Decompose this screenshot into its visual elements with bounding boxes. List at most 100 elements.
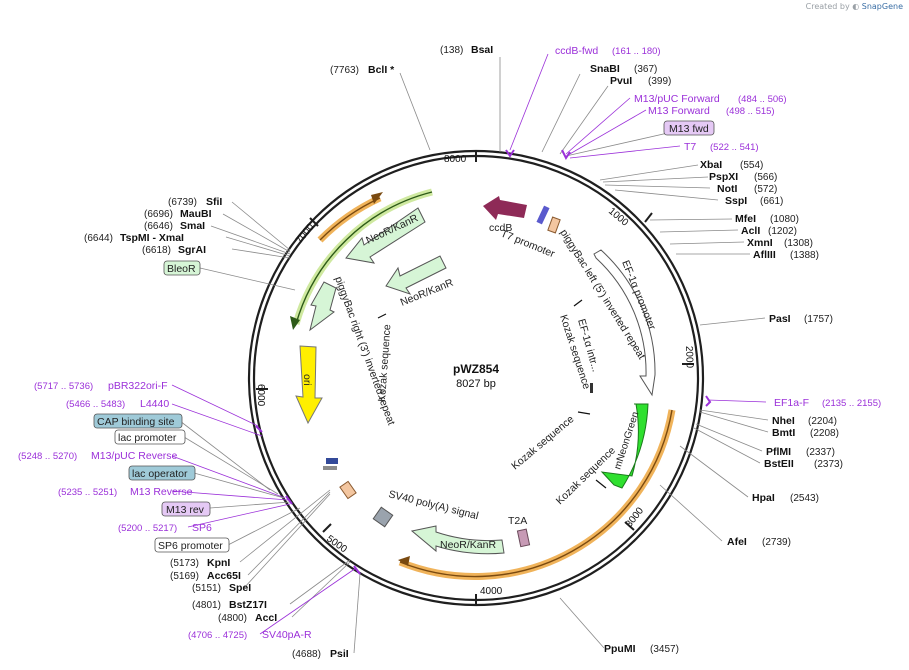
enzyme-pos: (1080) <box>770 214 799 225</box>
enzyme-pos: (2543) <box>790 493 819 504</box>
sv40-label: SV40 poly(A) signal <box>387 488 479 522</box>
boxed-labels: M13 fwd BleoR CAP binding site lac promo… <box>93 120 715 553</box>
enzyme-name: Acc65I <box>207 570 241 582</box>
primer-range: (5248 .. 5270) <box>18 451 77 462</box>
enzyme-pos: (1388) <box>790 250 819 261</box>
neokanr-bottom-label: NeoR/KanR <box>440 539 496 551</box>
bleor-box <box>163 260 201 276</box>
kozak-label-left: Kozak sequence <box>376 324 393 402</box>
enzyme-pos: (4688) <box>292 649 321 660</box>
primer-name: M13/pUC Reverse <box>91 450 178 462</box>
ori-arrow <box>295 345 323 425</box>
m13-fwd-box <box>663 120 715 136</box>
enzyme-name: PvuI <box>610 75 632 87</box>
primer-name: ccdB-fwd <box>555 45 598 57</box>
primer-range: (5717 .. 5736) <box>34 381 93 392</box>
piggybac-left-arrow <box>593 249 656 397</box>
primer-name: SV40pA-R <box>262 629 312 641</box>
enzyme-pos: (5173) <box>170 558 199 569</box>
tick-7000: 7000 <box>294 221 317 245</box>
blue-small-feature <box>326 458 338 464</box>
primer-range: (5200 .. 5217) <box>118 523 177 534</box>
orange-small-feature <box>339 480 357 500</box>
enzyme-pos: (3457) <box>650 644 679 655</box>
tick-4000: 4000 <box>480 586 503 597</box>
t2a-label: T2A <box>508 515 527 527</box>
enzyme-name: SnaBI <box>590 63 620 75</box>
enzyme-name: BmtI <box>772 427 795 439</box>
primer-range: (484 .. 506) <box>738 94 787 105</box>
primer-name: EF1a-F <box>774 397 809 409</box>
lac-promoter-box <box>114 429 186 445</box>
enzyme-name: PasI <box>769 313 791 325</box>
primer-leader-lines <box>171 53 767 635</box>
primer-name: SP6 <box>192 522 212 534</box>
primer-range: (5235 .. 5251) <box>58 487 117 498</box>
enzyme-name: AflIII <box>753 249 776 261</box>
kozak-tick-3 <box>595 479 607 489</box>
sv40-feature <box>372 506 394 528</box>
primer-markers <box>255 149 712 575</box>
cap-binding-box <box>93 413 183 429</box>
enzyme-pos: (2739) <box>762 537 791 548</box>
m13-fwd-label: M13 fwd <box>669 123 709 135</box>
t7-promoter-label: T7 promoter <box>499 228 557 261</box>
kozak-tick-2 <box>577 411 591 415</box>
t7-small-feature <box>547 216 561 234</box>
enzyme-pos: (1308) <box>784 238 813 249</box>
ccdb-arrow <box>483 196 527 220</box>
enzyme-name: PsiI <box>330 648 349 660</box>
enzyme-pos: (572) <box>754 184 777 195</box>
ccdb-label: ccdB <box>489 222 512 234</box>
enzyme-pos: (6646) <box>144 221 173 232</box>
neo-outer-arrow <box>345 207 426 264</box>
blue-small-feature-2 <box>323 466 337 470</box>
enzyme-name: SgrAI <box>178 244 206 256</box>
enzymes-right: (138) BsaI SnaBI (367) PvuI (399) XbaI (… <box>440 44 843 655</box>
primer-name: M13 Reverse <box>130 486 193 498</box>
enzyme-pos: (399) <box>648 76 671 87</box>
enzyme-name: BstZ17I <box>229 599 267 611</box>
ori-label: ori <box>301 374 313 386</box>
enzyme-name: BclI * <box>368 64 395 76</box>
lac-operator-label: lac operator <box>132 468 188 480</box>
enzyme-name: SfiI <box>206 196 222 208</box>
primer-range: (522 .. 541) <box>710 142 759 153</box>
enzyme-name: NotI <box>717 183 737 195</box>
kozak-label-bottom-1: Kozak sequence <box>509 413 576 472</box>
enzyme-pos: (367) <box>634 64 657 75</box>
snapgene-credit: Created by ◐ SnapGene <box>806 2 903 11</box>
enzyme-name: XbaI <box>700 159 722 171</box>
neo-left-arrow <box>309 281 337 332</box>
lac-promoter-label: lac promoter <box>118 432 177 444</box>
m13-rev-box <box>161 501 211 517</box>
enzyme-pos: (7763) <box>330 65 359 76</box>
enzyme-pos: (5151) <box>192 583 221 594</box>
enzyme-name: AfeI <box>727 536 747 548</box>
enzyme-name: SpeI <box>229 582 251 594</box>
plasmid-name: pWZ854 <box>453 362 499 376</box>
primer-name: T7 <box>684 141 696 153</box>
sp6-promoter-box <box>154 537 230 553</box>
enzyme-name: MfeI <box>735 213 756 225</box>
enzyme-pos: (6644) <box>84 233 113 244</box>
enzyme-name: BstEII <box>764 458 794 470</box>
snapgene-brand: SnapGene <box>861 2 903 11</box>
orange-band-bottom-core <box>399 409 673 578</box>
cap-binding-label: CAP binding site <box>97 416 175 428</box>
enzyme-name: NheI <box>772 415 795 427</box>
enzyme-pos: (554) <box>740 160 763 171</box>
t2a-feature <box>516 528 531 548</box>
primer-name: L4440 <box>140 398 169 410</box>
enzyme-name: MauBI <box>180 208 212 220</box>
kozak-tick-4 <box>573 299 583 307</box>
tick-2000: 2000 <box>683 346 695 369</box>
band-arrowhead-top <box>371 192 383 204</box>
ef-intron-mark <box>590 383 593 393</box>
enzyme-name: PspXI <box>709 171 738 183</box>
enzyme-pos: (6696) <box>144 209 173 220</box>
enzyme-leader-lines <box>199 57 769 654</box>
enzyme-pos: (661) <box>760 196 783 207</box>
primer-range: (498 .. 515) <box>726 106 775 117</box>
